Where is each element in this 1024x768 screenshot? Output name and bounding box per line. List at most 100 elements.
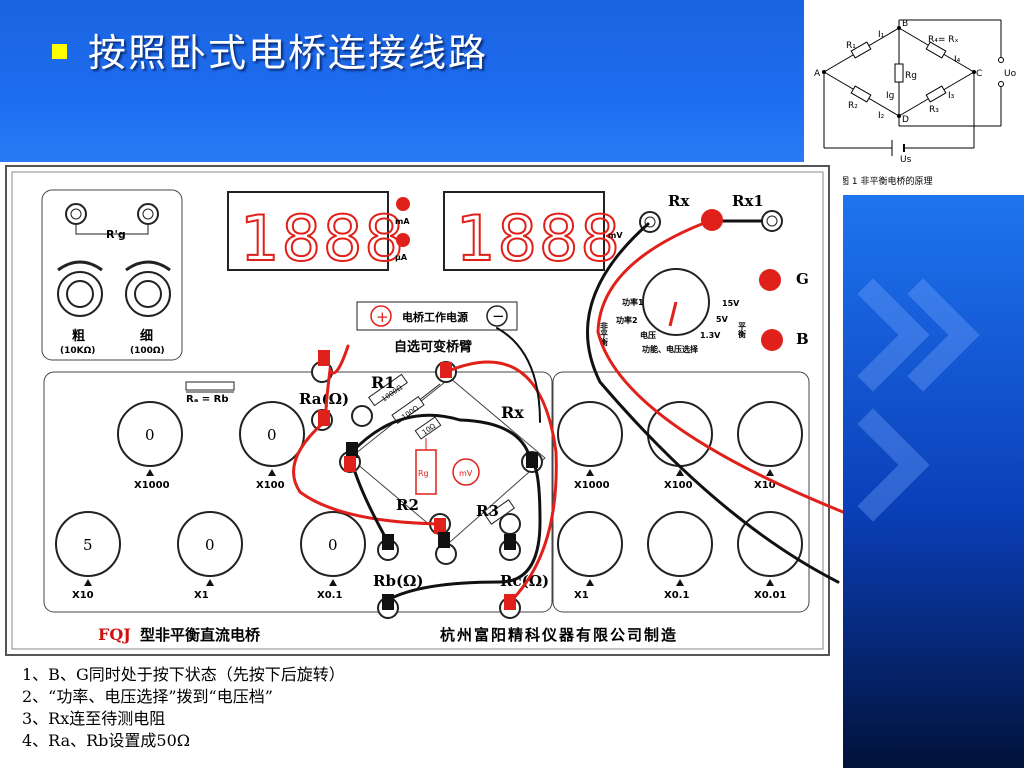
rx1-terminal[interactable] xyxy=(761,210,783,232)
dial-left-2-pointer xyxy=(84,579,92,586)
fine-knob[interactable] xyxy=(125,271,171,317)
wire-black-rhombus xyxy=(350,413,532,460)
node-a-label: A xyxy=(814,69,821,79)
dial-left-1[interactable] xyxy=(239,401,305,467)
plug-black[interactable] xyxy=(382,534,394,550)
g-button[interactable] xyxy=(759,269,781,291)
dial-right-0[interactable] xyxy=(557,401,623,467)
dial-right-4-multiplier: X0.1 xyxy=(664,590,689,601)
coarse-knob-label: 粗 xyxy=(72,328,85,344)
dial-right-1-pointer xyxy=(676,469,684,476)
i3-label: I₃ xyxy=(948,91,955,101)
dial-left-4-multiplier: X0.1 xyxy=(317,590,342,601)
ra-rb-dial-box xyxy=(43,371,553,613)
wire-red-left-arm xyxy=(292,422,442,526)
power-plus-terminal[interactable] xyxy=(370,305,392,327)
plug-black[interactable] xyxy=(346,442,358,458)
i4-label: I₄ xyxy=(954,55,961,65)
plug-red[interactable] xyxy=(318,410,330,426)
slide-title: 按照卧式电桥连接线路 xyxy=(88,31,489,75)
rx-top-label: Rx xyxy=(668,192,690,210)
maker-name: 杭州富阳精科仪器有限公司制造 xyxy=(440,626,678,644)
sel-balanced: 平衡 xyxy=(738,322,747,339)
instruction-step-4: 4、Ra、Rb设置成50Ω xyxy=(22,731,191,750)
wire-black-rb xyxy=(386,460,542,602)
ra-panel-label: Ra(Ω) xyxy=(299,390,349,408)
ra-eq-rb-label: Rₐ = Rb xyxy=(186,394,228,405)
rg-terminal-label: R'g xyxy=(106,228,126,241)
minus-sign: − xyxy=(492,307,505,325)
unit-ua: μA xyxy=(395,253,408,262)
rg-terminal-right[interactable] xyxy=(137,203,159,225)
fine-knob-range: (100Ω) xyxy=(130,346,165,356)
dial-left-0-pointer xyxy=(146,469,154,476)
plug-black[interactable] xyxy=(526,452,538,468)
plug-black[interactable] xyxy=(382,594,394,610)
fine-knob-label: 细 xyxy=(140,328,153,344)
sel-15v: 15V xyxy=(722,299,740,308)
bridge-circuit-diagram: A B C D R₁ R₄= Rₓ R₂ R₃ Rg I₁ I₄ I₂ I₃ I… xyxy=(808,4,1024,194)
dial-right-4-pointer xyxy=(676,579,684,586)
dial-right-2-multiplier: X10 xyxy=(754,480,776,491)
instruction-step-3: 3、Rx连至待测电阻 xyxy=(22,709,166,728)
dial-left-2[interactable] xyxy=(55,511,121,577)
dial-right-3[interactable] xyxy=(557,511,623,577)
post-r3[interactable] xyxy=(499,513,521,535)
plug-black[interactable] xyxy=(504,534,516,550)
plug-red[interactable] xyxy=(344,456,356,472)
plug-red[interactable] xyxy=(504,594,516,610)
dial-left-3-pointer xyxy=(206,579,214,586)
r3-panel-label: R3 xyxy=(476,502,499,520)
voltage-display-digits: 1888 xyxy=(456,202,622,275)
plus-sign: + xyxy=(376,308,389,326)
title-bullet xyxy=(52,44,67,59)
sel-power1: 功率1 xyxy=(622,297,644,307)
optional-arm-label: 自选可变桥臂 xyxy=(394,339,472,355)
node-b-label: B xyxy=(902,19,908,29)
plug-red[interactable] xyxy=(318,350,330,366)
plug-red[interactable] xyxy=(440,362,452,378)
r2-panel-label: R2 xyxy=(396,496,419,514)
post-r1-left[interactable] xyxy=(351,405,373,427)
uo-label: Uo xyxy=(1004,69,1017,79)
coarse-knob[interactable] xyxy=(57,271,103,317)
rc-panel-label: Rc(Ω) xyxy=(500,572,549,590)
power-minus-terminal[interactable] xyxy=(486,305,508,327)
g-button-label: G xyxy=(796,270,809,288)
wire-red-r1 xyxy=(444,360,558,604)
unit-mv: mV xyxy=(608,231,623,240)
title-band xyxy=(0,0,804,162)
dial-right-5-pointer xyxy=(766,579,774,586)
dial-left-4-pointer xyxy=(329,579,337,586)
node-c-label: C xyxy=(976,69,982,79)
wire-red-power xyxy=(324,344,350,414)
b-button-label: B xyxy=(796,330,809,348)
dial-right-2[interactable] xyxy=(737,401,803,467)
plug-black[interactable] xyxy=(438,532,450,548)
sel-voltage: 电压 xyxy=(640,330,656,340)
dial-right-4[interactable] xyxy=(647,511,713,577)
instruction-list: 1、B、G同时处于按下状态（先按下后旋转） 2、“功率、电压选择”拨到“电压档”… xyxy=(22,664,822,752)
b-button[interactable] xyxy=(761,329,783,351)
wire-black-power xyxy=(496,327,541,423)
dial-right-2-pointer xyxy=(766,469,774,476)
plug-red[interactable] xyxy=(434,518,446,534)
dial-left-3-value: 0 xyxy=(205,536,215,554)
bridge-power-label: 电桥工作电源 xyxy=(402,310,468,324)
dial-left-0-multiplier: X1000 xyxy=(134,480,170,491)
decorative-side-band xyxy=(843,195,1024,768)
ig-label: Ig xyxy=(886,91,894,101)
dial-left-4[interactable] xyxy=(300,511,366,577)
chevron-decoration xyxy=(843,408,930,522)
model-code: FQJ xyxy=(98,625,131,644)
dial-left-3[interactable] xyxy=(177,511,243,577)
node-d-label: D xyxy=(902,115,909,125)
rg-terminal-left[interactable] xyxy=(65,203,87,225)
rx-panel-label: Rx xyxy=(501,403,524,422)
current-display-digits: 1888 xyxy=(240,202,406,275)
rg-adjust-box xyxy=(41,189,183,361)
bridge-apparatus-panel: R'g 粗 (10KΩ) 细 (100Ω) 1888 mA μA 1888 mV… xyxy=(0,162,843,659)
sel-power2: 功率2 xyxy=(616,315,638,325)
dial-right-5[interactable] xyxy=(737,511,803,577)
dial-left-0[interactable] xyxy=(117,401,183,467)
